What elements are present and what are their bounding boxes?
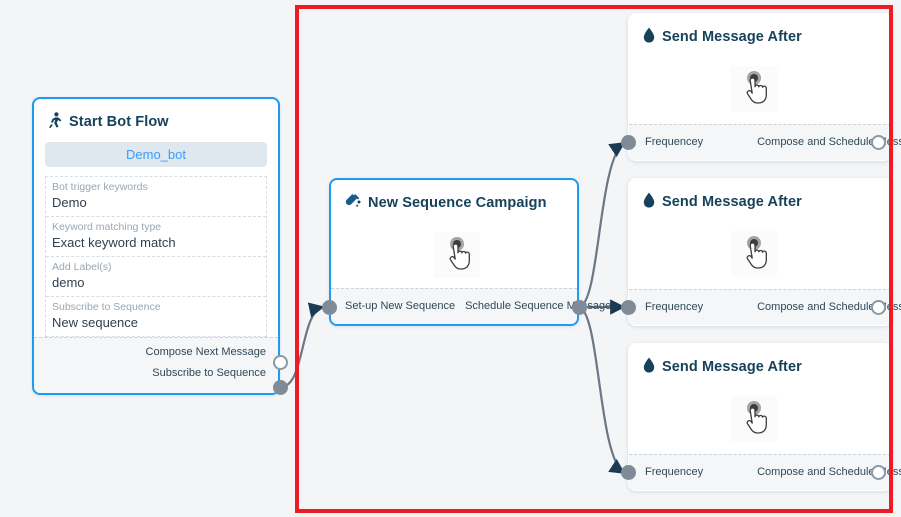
- hand-pointer-cursor-icon: [731, 66, 777, 112]
- node-message-title-row: Send Message After: [629, 344, 891, 377]
- port-start-compose-next-message[interactable]: [273, 355, 288, 370]
- message-node-footer: Frequencey Compose and Schedule Message: [629, 124, 901, 160]
- start-port-label-compose: Compose Next Message: [145, 346, 266, 358]
- field-label: Subscribe to Sequence: [52, 301, 161, 313]
- ink-bottle-icon: [345, 193, 361, 213]
- message-node-footer: Frequencey Compose and Schedule Message: [629, 454, 901, 490]
- port-message-3-compose-and-schedule-message[interactable]: [871, 465, 886, 480]
- hand-pointer-cursor-icon: [731, 231, 777, 277]
- hand-pointer-cursor-icon: [731, 396, 777, 442]
- node-start-bot-flow[interactable]: Start Bot Flow Demo_bot Bot trigger keyw…: [32, 97, 280, 395]
- field-label: Add Label(s): [52, 261, 112, 273]
- field-label: Keyword matching type: [52, 221, 162, 233]
- hand-pointer-cursor-icon: [434, 232, 480, 278]
- water-drop-icon: [643, 357, 655, 377]
- port-sequence-schedule-sequence-message[interactable]: [572, 300, 587, 315]
- field-row[interactable]: Bot trigger keywords Demo: [46, 177, 266, 217]
- edge-sequence-to-message-1: [578, 142, 626, 309]
- node-start-title: Start Bot Flow: [69, 114, 169, 130]
- port-label-compose-and-schedule-message: Compose and Schedule Message: [757, 136, 901, 148]
- water-drop-icon: [643, 27, 655, 47]
- node-message-title-row: Send Message After: [629, 179, 891, 212]
- bot-name-pill[interactable]: Demo_bot: [45, 142, 267, 167]
- port-message-3-frequency[interactable]: [621, 465, 636, 480]
- edge-start-to-sequence: [280, 302, 325, 389]
- port-sequence-setup-new-sequence[interactable]: [322, 300, 337, 315]
- node-sequence-title: New Sequence Campaign: [368, 195, 547, 211]
- node-message-title: Send Message After: [662, 194, 802, 210]
- port-label-compose-and-schedule-message: Compose and Schedule Message: [757, 301, 901, 313]
- node-start-title-row: Start Bot Flow: [34, 99, 278, 132]
- node-new-sequence-campaign[interactable]: New Sequence Campaign Set-up New Sequenc…: [329, 178, 611, 326]
- edge-sequence-to-message-3: [578, 305, 626, 474]
- field-row[interactable]: Subscribe to Sequence New sequence: [46, 297, 266, 337]
- start-field-list: Bot trigger keywords Demo Keyword matchi…: [45, 176, 267, 337]
- port-start-subscribe-to-sequence[interactable]: [273, 380, 288, 395]
- port-label-frequency: Frequencey: [645, 301, 704, 313]
- port-message-2-compose-and-schedule-message[interactable]: [871, 300, 886, 315]
- port-label-frequency: Frequencey: [645, 136, 704, 148]
- port-message-2-frequency[interactable]: [621, 300, 636, 315]
- node-message-title: Send Message After: [662, 359, 802, 375]
- water-drop-icon: [643, 192, 655, 212]
- running-person-icon: [48, 112, 62, 132]
- field-value: Demo: [52, 195, 87, 210]
- message-node-footer: Frequencey Compose and Schedule Message: [629, 289, 901, 325]
- node-send-message-after-3[interactable]: Send Message After Frequencey Compose an…: [628, 343, 901, 491]
- field-value: Exact keyword match: [52, 235, 176, 250]
- field-row[interactable]: Keyword matching type Exact keyword matc…: [46, 217, 266, 257]
- node-send-message-after-1[interactable]: Send Message After Frequencey Compose an…: [628, 13, 901, 161]
- field-row[interactable]: Add Label(s) demo: [46, 257, 266, 297]
- field-label: Bot trigger keywords: [52, 181, 148, 193]
- node-message-title-row: Send Message After: [629, 14, 891, 47]
- start-port-label-subscribe: Subscribe to Sequence: [152, 367, 266, 379]
- port-message-1-compose-and-schedule-message[interactable]: [871, 135, 886, 150]
- field-value: demo: [52, 275, 85, 290]
- port-label-frequency: Frequencey: [645, 466, 704, 478]
- field-value: New sequence: [52, 315, 138, 330]
- sequence-node-footer: Set-up New Sequence Schedule Sequence Me…: [331, 288, 611, 324]
- node-sequence-title-row: New Sequence Campaign: [331, 180, 577, 213]
- port-message-1-frequency[interactable]: [621, 135, 636, 150]
- node-message-title: Send Message After: [662, 29, 802, 45]
- node-send-message-after-2[interactable]: Send Message After Frequencey Compose an…: [628, 178, 901, 326]
- port-label-setup-new-sequence: Set-up New Sequence: [345, 300, 456, 312]
- port-label-schedule-sequence-message: Schedule Sequence Message: [465, 300, 612, 312]
- start-node-footer: Compose Next Message Subscribe to Sequen…: [34, 337, 278, 393]
- port-label-compose-and-schedule-message: Compose and Schedule Message: [757, 466, 901, 478]
